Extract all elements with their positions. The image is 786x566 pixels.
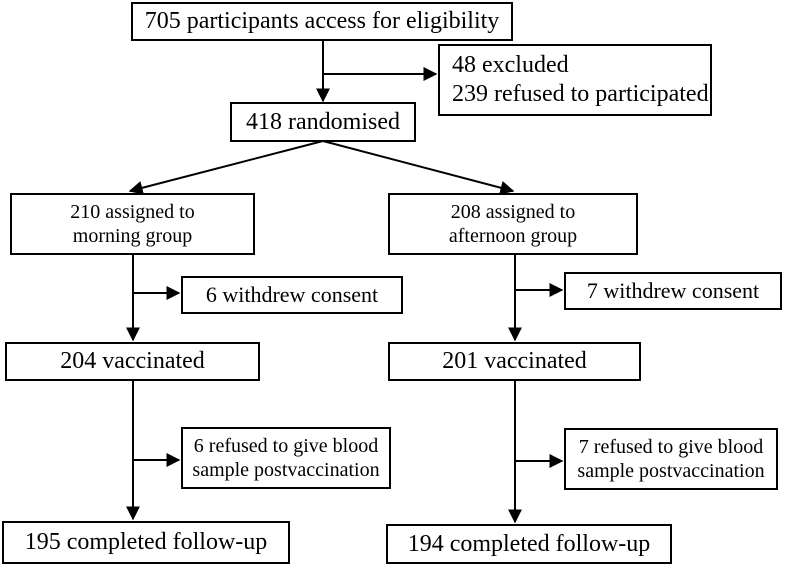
eligibility-text: 705 participants access for eligibility: [144, 8, 500, 35]
morning-withdrew-text: 6 withdrew consent: [205, 281, 379, 307]
randomised-text: 418 randomised: [246, 108, 400, 135]
morning-completed-text: 195 completed follow-up: [24, 529, 268, 556]
afternoon-refused-line-1: 7 refused to give blood: [578, 436, 764, 458]
afternoon-vaccinated-text: 201 vaccinated: [442, 348, 587, 375]
morning-completed-box: 195 completed follow-up: [2, 521, 290, 564]
morning-vaccinated-text: 204 vaccinated: [60, 348, 205, 375]
afternoon-vaccinated-box: 201 vaccinated: [388, 342, 641, 381]
morning-refused-line-2: sample postvaccination: [192, 459, 380, 481]
afternoon-refused-line-2: sample postvaccination: [577, 460, 765, 482]
morning-assigned-line-1: 210 assigned to: [70, 201, 195, 223]
afternoon-withdrew-text: 7 withdrew consent: [586, 277, 760, 303]
randomised-box: 418 randomised: [230, 102, 416, 142]
morning-vaccinated-box: 204 vaccinated: [5, 342, 260, 381]
eligibility-box: 705 participants access for eligibility: [131, 2, 513, 41]
afternoon-completed-text: 194 completed follow-up: [407, 530, 651, 557]
excluded-line-2: 239 refused to participated: [452, 81, 709, 107]
morning-assigned-line-2: morning group: [72, 225, 193, 247]
arrow-randomised-to-morning: [128, 140, 324, 195]
excluded-box: 48 excluded 239 refused to participated: [438, 44, 712, 116]
morning-assigned-box: 210 assigned to morning group: [10, 193, 255, 255]
excluded-line-1: 48 excluded: [452, 52, 569, 79]
afternoon-completed-box: 194 completed follow-up: [386, 524, 672, 564]
afternoon-refused-box: 7 refused to give blood sample postvacci…: [564, 428, 778, 490]
afternoon-assigned-line-1: 208 assigned to: [450, 201, 576, 223]
morning-refused-line-1: 6 refused to give blood: [193, 435, 379, 457]
morning-withdrew-box: 6 withdrew consent: [181, 276, 403, 314]
afternoon-assigned-box: 208 assigned to afternoon group: [388, 193, 638, 255]
arrow-randomised-to-afternoon: [322, 140, 515, 195]
afternoon-assigned-line-2: afternoon group: [448, 225, 578, 247]
afternoon-withdrew-box: 7 withdrew consent: [564, 272, 782, 310]
morning-refused-box: 6 refused to give blood sample postvacci…: [181, 427, 391, 489]
